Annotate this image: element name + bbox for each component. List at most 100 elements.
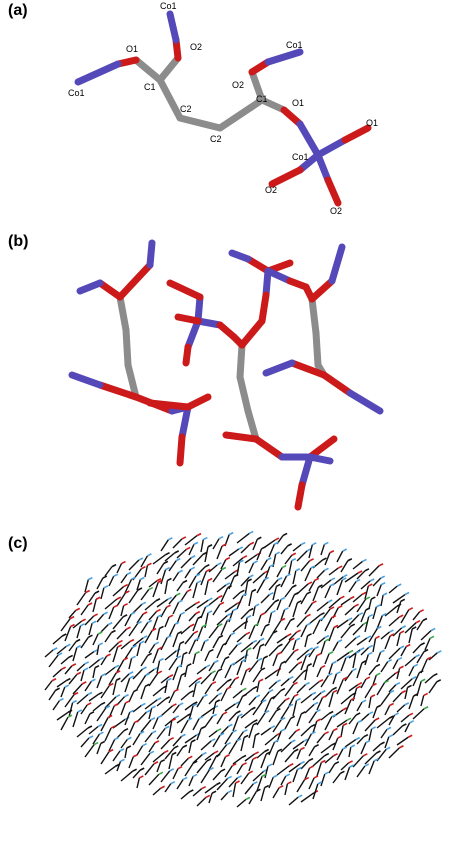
framework-bond xyxy=(300,655,307,671)
framework-atom-tip xyxy=(222,642,228,646)
framework-atom-tip xyxy=(142,666,147,670)
framework-atom-tip xyxy=(118,639,123,644)
framework-atom-tip xyxy=(115,670,121,674)
framework-atom-tip xyxy=(195,610,201,615)
framework-bond xyxy=(160,569,167,585)
framework-bond xyxy=(188,741,193,754)
bond-o2-co1-top xyxy=(166,10,180,44)
label-co1-top: Co1 xyxy=(160,1,177,11)
framework-bond xyxy=(228,548,240,557)
framework-atom-tip xyxy=(190,555,196,559)
framework-bond xyxy=(348,614,360,626)
framework-atom-tip xyxy=(207,577,213,582)
framework-bond xyxy=(140,686,146,700)
framework-bond xyxy=(328,763,336,774)
framework-bond xyxy=(296,749,302,760)
framework-bond xyxy=(164,783,172,793)
framework-bond xyxy=(200,539,204,553)
framework-bond xyxy=(340,762,350,771)
framework-atom-tip xyxy=(337,565,343,569)
framework-bond xyxy=(112,616,124,630)
framework-atom-tip xyxy=(331,713,337,718)
framework-atom-tip xyxy=(148,586,154,591)
framework-atom-tip xyxy=(284,607,289,611)
framework-atom-tip xyxy=(87,691,93,696)
framework-atom-tip xyxy=(226,686,232,690)
molecule-b-svg xyxy=(68,239,384,511)
framework-atom-tip xyxy=(202,751,207,756)
framework-atom-tip xyxy=(382,592,388,596)
framework-atom-tip xyxy=(200,725,206,730)
framework-bond xyxy=(360,713,370,722)
framework-atom-tip xyxy=(91,620,97,625)
framework-bond xyxy=(180,625,191,635)
framework-atom-tip xyxy=(364,763,370,767)
framework-bond xyxy=(132,603,143,614)
framework-atom-tip xyxy=(365,676,371,680)
framework-atom-tip xyxy=(405,643,411,648)
framework-atom-tip xyxy=(71,663,77,667)
framework-bond xyxy=(168,560,177,572)
framework-bond xyxy=(300,560,311,572)
framework-atom-tip xyxy=(316,652,322,657)
framework-atom-tip xyxy=(306,591,312,595)
framework-bond xyxy=(92,733,101,745)
framework-bond xyxy=(264,766,269,779)
framework-bond xyxy=(44,649,54,658)
label-o2-lower-left: O2 xyxy=(265,185,277,195)
framework-atom-tip xyxy=(275,707,281,712)
bond-co1-o1-far xyxy=(314,136,349,159)
framework-atom-tip xyxy=(128,671,134,675)
framework-bond xyxy=(288,560,293,575)
framework-bond xyxy=(248,562,255,574)
framework-bond xyxy=(236,633,247,643)
framework-atom-tip xyxy=(273,541,279,545)
framework-bond xyxy=(68,641,77,652)
framework-atom-tip xyxy=(147,562,152,567)
framework-bond xyxy=(300,726,312,737)
framework-bond xyxy=(184,734,197,744)
framework-bond xyxy=(196,666,207,675)
framework-bond xyxy=(396,736,409,746)
framework-atom-tip xyxy=(93,613,99,617)
framework-atom-tip xyxy=(261,773,267,778)
framework-bond xyxy=(156,660,161,674)
framework-bond xyxy=(292,544,302,552)
framework-atom-tip xyxy=(177,765,183,770)
framework-bond xyxy=(172,735,183,747)
framework-atom-tip xyxy=(129,675,135,679)
framework-bond xyxy=(184,762,194,777)
framework-bond xyxy=(208,662,215,672)
framework-bond xyxy=(396,632,401,647)
framework-bond xyxy=(304,703,315,714)
framework-bond xyxy=(388,616,400,627)
framework-bond xyxy=(328,692,334,708)
framework-bond xyxy=(148,773,160,786)
framework-bond xyxy=(156,698,167,707)
bond-c2-c1-right xyxy=(216,96,266,132)
panel-c: (c) xyxy=(0,525,474,845)
framework-atom-tip xyxy=(314,645,319,650)
framework-bond xyxy=(244,783,254,795)
framework-bond xyxy=(76,625,82,639)
framework-atom-tip xyxy=(285,773,291,777)
framework-atom-tip xyxy=(147,619,153,624)
framework-atom-tip xyxy=(242,555,248,559)
framework-atom-tip xyxy=(290,617,295,622)
framework-bond xyxy=(188,613,197,622)
framework-atom-tip xyxy=(280,617,286,622)
framework-atom-tip xyxy=(291,552,297,556)
framework-bond xyxy=(136,777,141,789)
framework-bond xyxy=(212,770,222,781)
framework-bond xyxy=(376,584,382,597)
framework-atom-tip xyxy=(178,569,183,574)
framework-bond xyxy=(240,772,250,785)
framework-bond xyxy=(364,685,374,699)
framework-bond xyxy=(272,750,279,766)
framework-atom-tip xyxy=(341,577,347,581)
framework-atom-tip xyxy=(389,702,394,707)
framework-atom-tip xyxy=(342,746,348,750)
framework-bond xyxy=(104,632,113,643)
framework-bond xyxy=(336,748,344,761)
framework-bond xyxy=(204,546,209,563)
